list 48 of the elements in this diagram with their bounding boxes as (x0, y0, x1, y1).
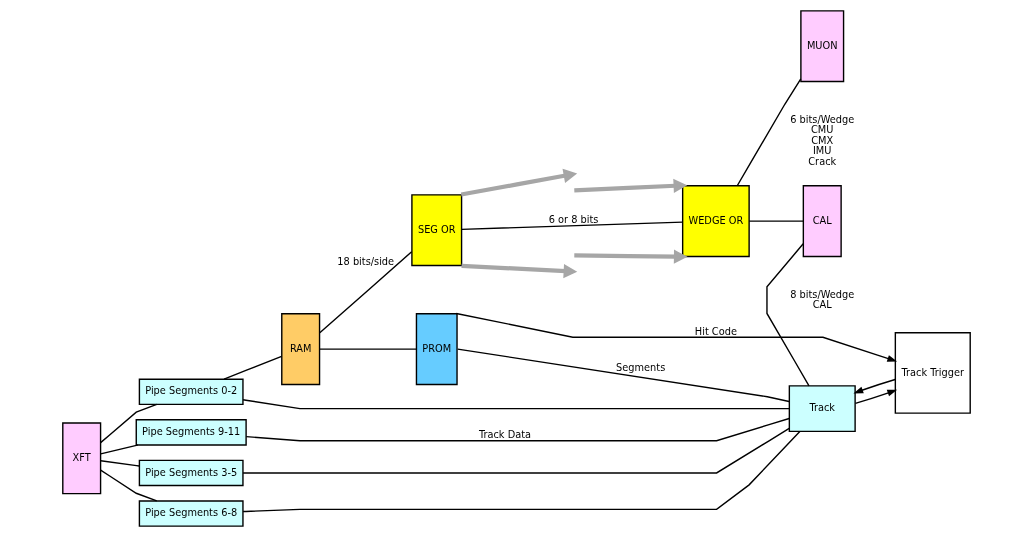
node-label: CAL (812, 298, 832, 310)
node-box: Track Trigger (894, 332, 971, 414)
connector (766, 243, 810, 387)
connector (457, 348, 790, 403)
edge-label: Track Data (478, 429, 531, 441)
node-box: Pipe Segments 9-11 (135, 419, 247, 446)
connector (99, 403, 158, 444)
arrow (574, 249, 688, 264)
connector (319, 348, 417, 350)
connector (460, 221, 684, 231)
arrow (455, 312, 898, 362)
connector (736, 78, 802, 187)
node-label: IMU (812, 145, 832, 157)
node-label: 8 bits/Wedge (790, 288, 855, 300)
connector (223, 355, 283, 380)
connector (242, 430, 801, 513)
connector (319, 251, 413, 334)
edge-label: Hit Code (694, 325, 737, 337)
connector (100, 444, 139, 455)
node-label: CMX (811, 134, 834, 146)
node-label: Crack (808, 155, 837, 167)
node-box: CAL (802, 185, 842, 258)
node-box: RAM (281, 313, 321, 386)
node-label: CMU (811, 124, 834, 136)
node-box: Pipe Segments 3-5 (138, 459, 244, 487)
connector (242, 427, 790, 474)
node-box: MUON (800, 10, 845, 83)
edge-label: Segments (616, 361, 666, 373)
edge-label: 18 bits/side (337, 256, 395, 268)
connector (242, 399, 790, 410)
node-box: XFT (62, 422, 102, 495)
arrow (460, 168, 578, 197)
node-label: 6 bits/Wedge (790, 113, 855, 125)
node-box: PROM (415, 313, 458, 386)
edge-label: 6 or 8 bits (548, 213, 599, 225)
node-box: SEG OR (411, 194, 463, 267)
node-box: Pipe Segments 6-8 (138, 500, 244, 527)
arrow (461, 263, 578, 279)
connector (245, 417, 790, 442)
node-box: Pipe Segments 0-2 (138, 378, 244, 406)
arrow (854, 389, 898, 404)
connector (100, 460, 140, 467)
arrow (853, 378, 896, 394)
node-box: WEDGE OR (681, 185, 750, 258)
arrow (574, 178, 688, 193)
connector (99, 469, 158, 502)
node-box: Track (788, 385, 856, 433)
connector (748, 220, 804, 222)
